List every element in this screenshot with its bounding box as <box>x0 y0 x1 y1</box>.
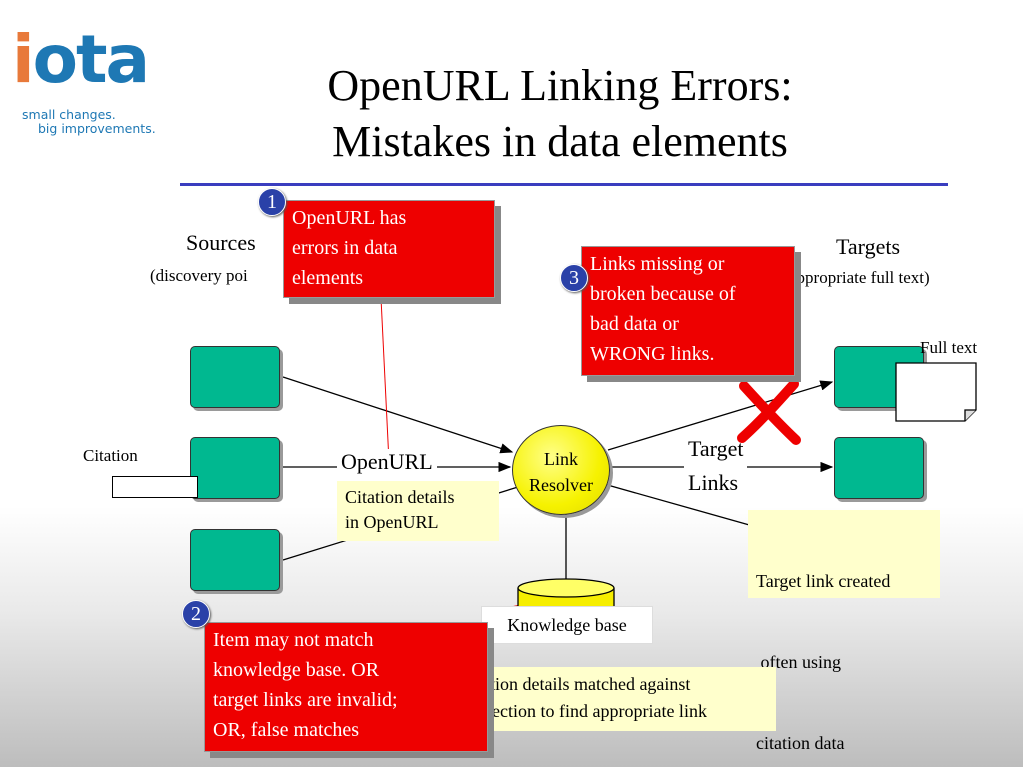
callout-3-line-1: Links missing or <box>590 253 725 275</box>
title-line-1: OpenURL Linking Errors: <box>327 61 793 110</box>
link-resolver-line-1: Link <box>544 449 578 469</box>
note-citation-details-line-2: in OpenURL <box>345 512 439 532</box>
callout-1-box: OpenURL has errors in data elements <box>283 200 495 298</box>
callout-2-line-1: Item may not match <box>213 629 374 651</box>
callout-2-box: Item may not match knowledge base. OR ta… <box>204 622 488 752</box>
targets-label: Targets <box>836 234 901 259</box>
callout-1-badge: 1 <box>258 188 286 216</box>
callout-1-line-3: elements <box>292 267 364 289</box>
callout1-pointer <box>380 297 390 463</box>
citation-record <box>112 476 198 498</box>
callout-1-line-1: OpenURL has <box>292 207 407 229</box>
callout-1-line-2: errors in data <box>292 237 398 259</box>
callout-2-line-4: OR, false matches <box>213 719 360 741</box>
note-target-line-3: citation data <box>756 733 845 753</box>
logo-tagline-1: small changes. <box>22 107 116 122</box>
openurl-label: OpenURL <box>337 449 437 475</box>
note-target-link-created: Target link created often using citation… <box>748 510 940 753</box>
slide-title: OpenURL Linking Errors: Mistakes in data… <box>200 58 920 170</box>
callout-3-line-4: WRONG links. <box>590 343 715 365</box>
target-links-line-1: Target <box>688 436 744 461</box>
targets-sublabel: appropriate full text) <box>789 268 930 287</box>
target-links-label: Target Links <box>684 432 748 500</box>
target-box-2 <box>834 437 924 499</box>
callout-3-line-2: broken because of <box>590 283 736 305</box>
target-links-line-2: Links <box>688 470 739 495</box>
callout-3-badge: 3 <box>560 264 588 292</box>
link-resolver-node: Link Resolver <box>512 425 610 515</box>
link-resolver-line-2: Resolver <box>529 475 593 495</box>
line-resolver-targetnote <box>603 483 761 529</box>
callout-3-line-3: bad data or <box>590 313 679 335</box>
callout-2-line-3: target links are invalid; <box>213 689 398 711</box>
note-citation-details-line-1: Citation details <box>345 487 455 507</box>
title-line-2: Mistakes in data elements <box>332 117 788 166</box>
note-target-line-2: often using <box>756 652 842 672</box>
error-x-mark-icon <box>737 379 801 445</box>
note-matched-line-2: llection to find appropriate link <box>482 701 707 721</box>
knowledge-base-label: Knowledge base <box>481 606 653 644</box>
source-box-3 <box>190 529 280 591</box>
title-rule <box>180 183 948 186</box>
callout-2-line-2: knowledge base. OR <box>213 659 380 681</box>
note-matched-against: ation details matched against llection t… <box>474 667 776 731</box>
sources-sublabel: (discovery poi <box>150 266 248 285</box>
full-text-label: Full text <box>920 338 978 357</box>
arrow-source1-resolver <box>282 376 514 454</box>
note-target-line-1: Target link created <box>756 571 891 591</box>
arrow-resolver-target1 <box>607 380 834 451</box>
source-box-1 <box>190 346 280 408</box>
source-box-2 <box>190 437 280 499</box>
citation-label: Citation <box>83 446 138 465</box>
callout-2-badge: 2 <box>182 600 210 628</box>
note-citation-details: Citation details in OpenURL <box>337 481 499 541</box>
full-text-document-icon <box>895 362 977 422</box>
logo-tagline-2: big improvements. <box>38 121 156 136</box>
note-matched-line-1: ation details matched against <box>482 674 691 694</box>
sources-label: Sources <box>186 230 256 255</box>
callout-3-box: Links missing or broken because of bad d… <box>581 246 795 376</box>
iota-logo: iota <box>12 21 150 98</box>
